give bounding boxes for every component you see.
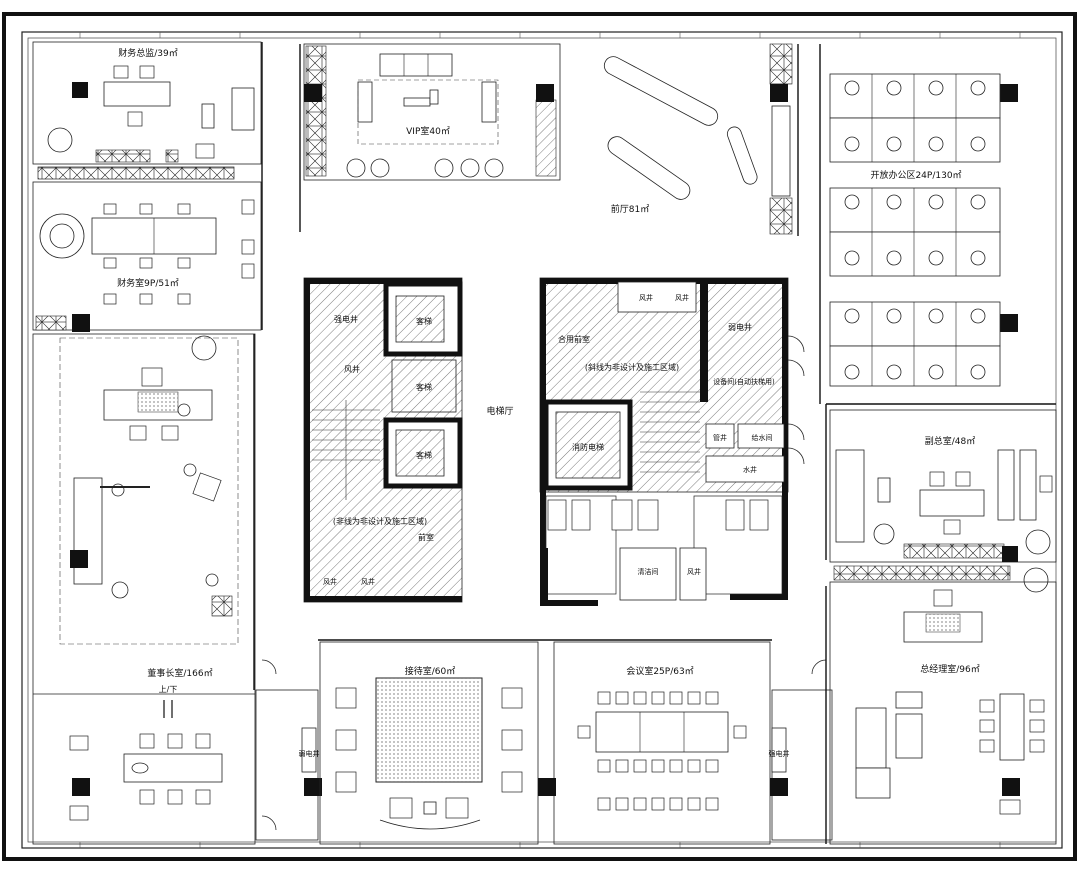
label-water-pipe: 给水间 <box>752 433 773 442</box>
label-equipment: 设备间(自动扶梯用) <box>713 377 775 386</box>
label-wind-4: 风井 <box>639 293 653 302</box>
label-wind-1: 风井 <box>344 364 360 374</box>
side-rooms-right: 强电井 <box>769 659 833 841</box>
side-label-right: 强电井 <box>769 749 790 758</box>
room-label-lobby: 前厅81㎡ <box>611 203 649 215</box>
room-label-gm: 总经理室/96㎡ <box>920 663 980 675</box>
side-rooms-left: 弱电井 <box>255 659 322 841</box>
room-gm: 总经理室/96㎡ <box>829 567 1057 845</box>
room-chairman: 董事长室/166㎡ 上/下 <box>32 333 256 845</box>
room-label-vip: VIP室40㎡ <box>406 125 450 137</box>
label-fire-elevator: 消防电梯 <box>572 442 604 452</box>
stair-marker: 上/下 <box>159 685 178 694</box>
label-left-note: (非线为非设计及施工区域) <box>333 516 427 526</box>
side-label-left: 弱电井 <box>299 749 320 758</box>
label-elevator-1: 客梯 <box>416 316 432 326</box>
room-label-meeting: 会议室25P/63㎡ <box>626 665 693 677</box>
label-pipe: 管井 <box>713 433 727 442</box>
room-deputy-gm: 副总室/48㎡ <box>829 409 1057 563</box>
label-shaft-fire: 强电井 <box>334 314 358 324</box>
label-front-room: 合用前室 <box>558 334 590 344</box>
room-lobby: 前厅81㎡ <box>603 43 793 235</box>
label-elevator-3: 客梯 <box>416 450 432 460</box>
core-right: 风井 风井 合用前室 (斜线为非设计及施工区域) 弱电井 设备间(自动扶梯用) … <box>539 277 789 606</box>
room-label-finance-director: 财务总监/39㎡ <box>118 47 178 59</box>
room-reception: 接待室/60㎡ <box>319 641 539 845</box>
room-meeting: 会议室25P/63㎡ <box>538 641 771 845</box>
room-label-chairman: 董事长室/166㎡ <box>147 667 212 679</box>
room-finance-director: 财务总监/39㎡ <box>32 41 262 165</box>
label-elevator-2: 客梯 <box>416 382 432 392</box>
room-finance: 财务室9P/51㎡ <box>32 181 262 332</box>
storage-cabinets-right <box>833 565 1011 581</box>
label-right-note: (斜线为非设计及施工区域) <box>585 362 679 372</box>
room-label-deputy-gm: 副总室/48㎡ <box>925 435 976 447</box>
label-wind-6: 风井 <box>687 567 701 576</box>
room-label-finance: 财务室9P/51㎡ <box>117 277 179 289</box>
room-open-office: 开放办公区24P/130㎡ <box>829 73 1018 387</box>
label-wind-5: 风井 <box>675 293 689 302</box>
label-stair-left: 前室 <box>418 532 434 542</box>
room-vip: VIP室40㎡ <box>303 43 561 181</box>
building-outline <box>21 31 1063 849</box>
label-weak-shaft: 弱电井 <box>728 322 752 332</box>
outer-frame <box>2 12 1077 861</box>
partition-walls <box>253 42 1056 844</box>
curtain-wall-ticks <box>79 32 1021 848</box>
room-label-open-office: 开放办公区24P/130㎡ <box>870 169 961 181</box>
label-elevator-hall: 电梯厅 <box>486 405 513 417</box>
label-water-well: 水井 <box>743 465 757 474</box>
label-wind-3: 风井 <box>361 577 375 586</box>
door-swings-core <box>787 335 805 465</box>
label-wind-2: 风井 <box>323 577 337 586</box>
label-cleaning: 清洁间 <box>638 567 659 576</box>
room-label-reception: 接待室/60㎡ <box>405 665 456 677</box>
core-left: 客梯 客梯 客梯 强电井 风井 (非线为非设计及施工区域) 前室 风井 风井 <box>303 277 463 603</box>
storage-cabinets <box>37 166 235 180</box>
